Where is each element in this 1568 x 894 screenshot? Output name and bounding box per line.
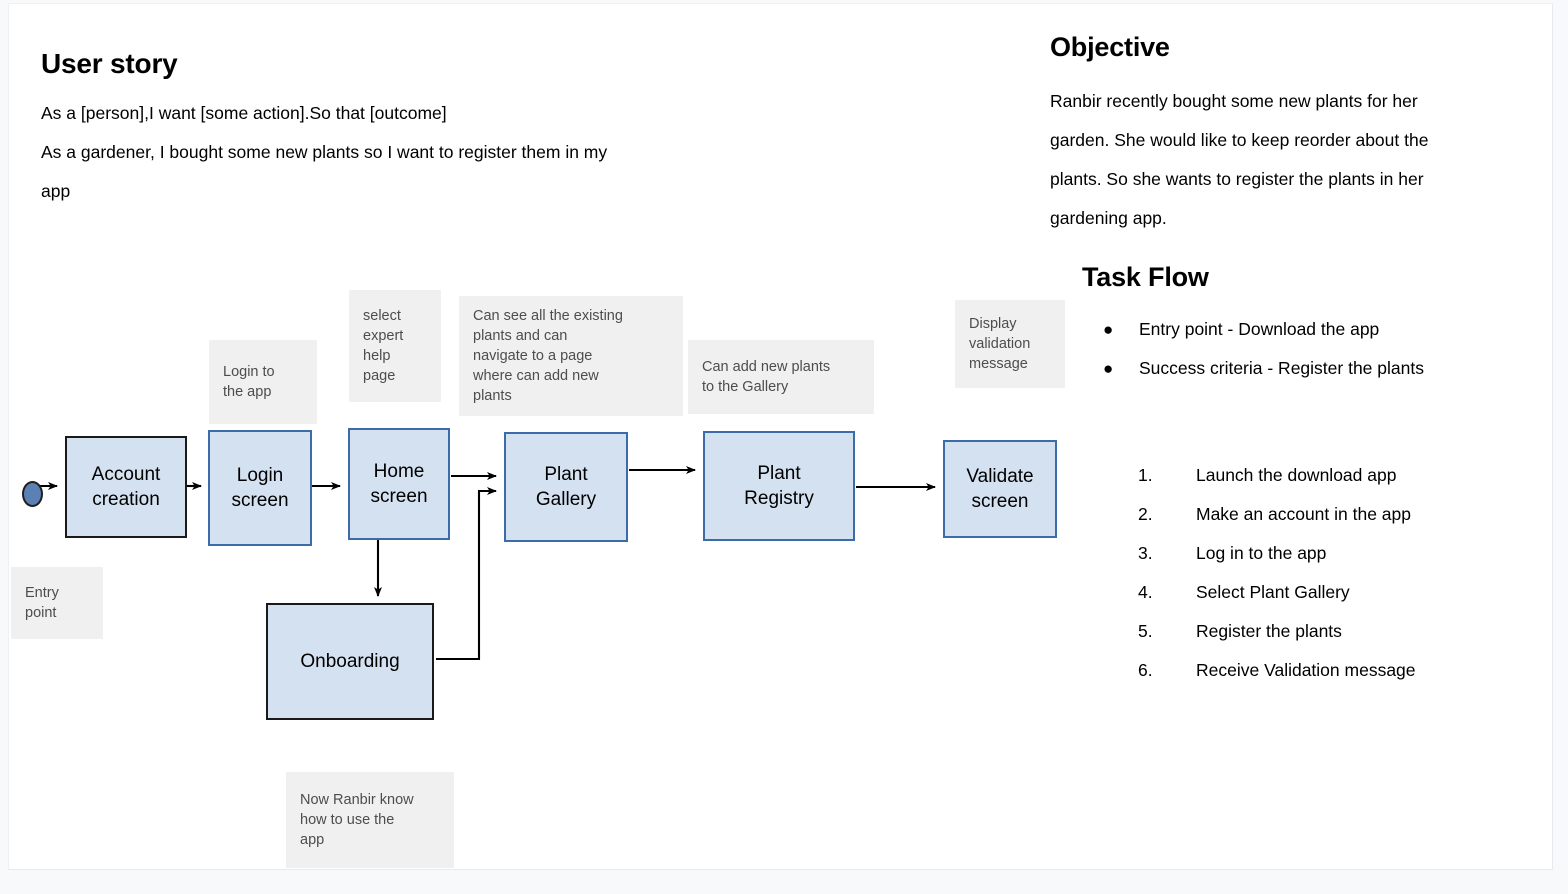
task-flow-bullet-label: Success criteria - Register the plants bbox=[1139, 358, 1424, 378]
objective-line-2: garden. She would like to keep reorder a… bbox=[1050, 130, 1429, 150]
flow-node-home-screen-label: Home screen bbox=[370, 461, 428, 507]
bullet-marker-icon: ● bbox=[1103, 359, 1114, 378]
flow-node-plant-gallery[interactable]: Plant Gallery bbox=[504, 432, 628, 542]
flow-node-onboarding[interactable]: Onboarding bbox=[266, 603, 434, 720]
note-can-add-new-plants: Can add new plants to the Gallery bbox=[688, 340, 874, 414]
task-flow-bullet-item: ● Success criteria - Register the plants bbox=[1103, 349, 1552, 388]
note-can-see-existing-plants: Can see all the existing plants and can … bbox=[459, 296, 683, 416]
objective-body: Ranbir recently bought some new plants f… bbox=[1050, 82, 1542, 238]
note-login-to-the-app: Login to the app bbox=[209, 340, 317, 424]
user-story-line-2: As a gardener, I bought some new plants … bbox=[41, 142, 608, 162]
objective-line-1: Ranbir recently bought some new plants f… bbox=[1050, 91, 1418, 111]
task-flow-bullet-list: ● Entry point - Download the app ● Succe… bbox=[1103, 310, 1552, 388]
task-flow-step: 5. Register the plants bbox=[1138, 612, 1552, 651]
step-number: 1. bbox=[1138, 465, 1153, 485]
flow-node-account-creation-label: Account creation bbox=[91, 464, 161, 510]
user-story-line-3: app bbox=[41, 181, 71, 201]
task-flow-step: 1. Launch the download app bbox=[1138, 456, 1552, 495]
task-flow-step: 2. Make an account in the app bbox=[1138, 495, 1552, 534]
user-story-body: As a [person],I want [some action].So th… bbox=[41, 94, 801, 211]
step-label: Log in to the app bbox=[1196, 543, 1327, 563]
diagram-page: User story As a [person],I want [some ac… bbox=[8, 3, 1553, 870]
task-flow-step-list: 1. Launch the download app 2. Make an ac… bbox=[1138, 456, 1552, 690]
note-can-see-existing-plants-text: Can see all the existing plants and can … bbox=[473, 308, 623, 404]
step-number: 3. bbox=[1138, 543, 1153, 563]
task-flow-heading: Task Flow bbox=[1082, 262, 1209, 292]
note-login-to-the-app-text: Login to the app bbox=[223, 364, 275, 400]
task-flow-step: 4. Select Plant Gallery bbox=[1138, 573, 1552, 612]
note-display-validation-message: Display validation message bbox=[955, 300, 1065, 388]
flow-start-node[interactable] bbox=[22, 481, 43, 507]
note-now-ranbir-knows: Now Ranbir know how to use the app bbox=[286, 772, 454, 868]
task-flow-bullet-label: Entry point - Download the app bbox=[1139, 319, 1380, 339]
note-entry-point: Entry point bbox=[11, 567, 103, 639]
flow-node-validate-screen-label: Validate screen bbox=[966, 466, 1034, 512]
step-number: 6. bbox=[1138, 660, 1153, 680]
objective-heading: Objective bbox=[1050, 32, 1170, 62]
bullet-marker-icon: ● bbox=[1103, 320, 1114, 339]
flow-node-plant-registry[interactable]: Plant Registry bbox=[703, 431, 855, 541]
note-can-add-new-plants-text: Can add new plants to the Gallery bbox=[702, 359, 831, 395]
step-label: Make an account in the app bbox=[1196, 504, 1412, 524]
flow-node-onboarding-label: Onboarding bbox=[300, 651, 400, 672]
task-flow-step: 6. Receive Validation message bbox=[1138, 651, 1552, 690]
flow-node-validate-screen[interactable]: Validate screen bbox=[943, 440, 1057, 538]
flow-node-plant-gallery-label: Plant Gallery bbox=[535, 464, 597, 510]
flow-node-login-screen-label: Login screen bbox=[231, 465, 289, 511]
task-flow-bullet-item: ● Entry point - Download the app bbox=[1103, 310, 1552, 349]
task-flow-step: 3. Log in to the app bbox=[1138, 534, 1552, 573]
step-label: Receive Validation message bbox=[1196, 660, 1416, 680]
note-entry-point-text: Entry point bbox=[25, 585, 59, 621]
flow-node-home-screen[interactable]: Home screen bbox=[348, 428, 450, 540]
step-label: Select Plant Gallery bbox=[1196, 582, 1350, 602]
note-display-validation-message-text: Display validation message bbox=[969, 316, 1031, 372]
flow-node-account-creation[interactable]: Account creation bbox=[65, 436, 187, 538]
flow-node-plant-registry-label: Plant Registry bbox=[744, 463, 814, 509]
step-number: 5. bbox=[1138, 621, 1153, 641]
user-story-line-1: As a [person],I want [some action].So th… bbox=[41, 103, 447, 123]
note-select-expert-help-page-text: select expert help page bbox=[363, 308, 404, 384]
note-select-expert-help-page: select expert help page bbox=[349, 290, 441, 402]
step-number: 2. bbox=[1138, 504, 1153, 524]
step-label: Launch the download app bbox=[1196, 465, 1397, 485]
note-now-ranbir-knows-text: Now Ranbir know how to use the app bbox=[300, 792, 414, 848]
step-label: Register the plants bbox=[1196, 621, 1342, 641]
step-number: 4. bbox=[1138, 582, 1153, 602]
objective-line-4: gardening app. bbox=[1050, 208, 1167, 228]
flow-node-login-screen[interactable]: Login screen bbox=[208, 430, 312, 546]
user-story-heading: User story bbox=[41, 48, 178, 79]
objective-line-3: plants. So she wants to register the pla… bbox=[1050, 169, 1424, 189]
